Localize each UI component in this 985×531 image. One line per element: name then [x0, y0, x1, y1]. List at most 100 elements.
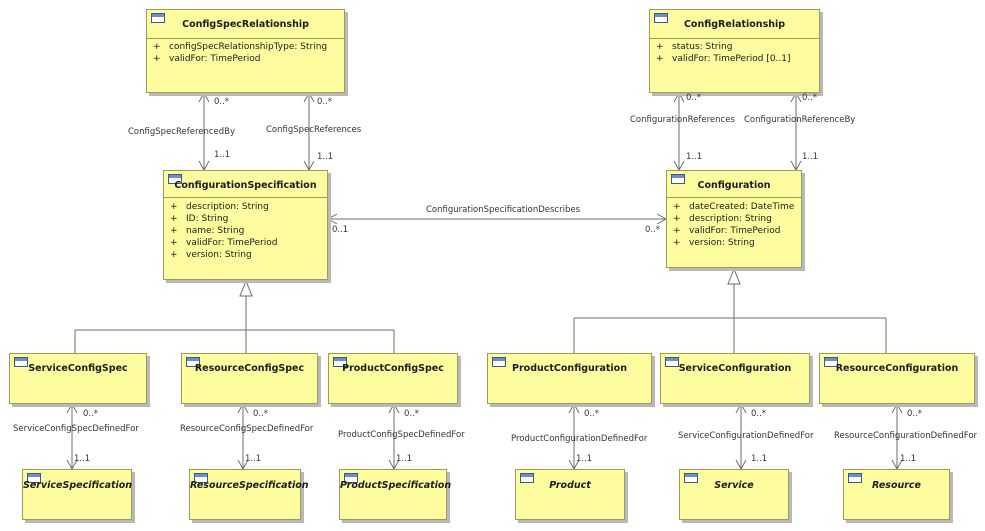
class-resource-configuration[interactable]: ResourceConfiguration: [819, 353, 975, 404]
class-service-config-spec[interactable]: ServiceConfigSpec: [9, 353, 147, 404]
assoc-arrow-describes-left: [326, 213, 338, 225]
class-product[interactable]: Product: [515, 469, 625, 520]
assoc-mult-bottom: 1..1: [317, 152, 334, 162]
generalization-triangle-spec: [239, 279, 253, 297]
assoc-mult-top: 0..*: [751, 409, 767, 419]
class-icon: [27, 473, 41, 483]
attribute: +validFor: TimePeriod: [170, 238, 278, 248]
assoc-name: ConfigSpecReferencedBy: [128, 127, 236, 137]
class-icon: [151, 13, 165, 23]
class-name: Product: [549, 480, 591, 491]
assoc-mult-right: 0..*: [645, 225, 661, 235]
class-name: ConfigRelationship: [683, 19, 786, 30]
attribute: +description: String: [673, 214, 772, 224]
class-resource[interactable]: Resource: [843, 469, 950, 520]
assoc-name: ConfigurationReferenceBy: [744, 115, 856, 125]
class-config-relationship[interactable]: ConfigRelationship +status: String +vali…: [649, 9, 820, 93]
attribute: +status: String: [656, 42, 733, 52]
assoc-name: ConfigurationReferences: [630, 115, 735, 125]
attribute: +ID: String: [170, 214, 229, 224]
class-icon: [344, 473, 358, 483]
class-name: ResourceConfiguration: [835, 363, 959, 374]
class-config-spec-relationship[interactable]: ConfigSpecRelationship +configSpecRelati…: [146, 9, 345, 93]
assoc-mult-top: 0..*: [802, 93, 818, 103]
class-name: ProductConfigSpec: [342, 363, 444, 374]
class-name: Configuration: [697, 180, 771, 191]
assoc-mult-top: 0..*: [253, 409, 269, 419]
assoc-mult-top: 0..*: [317, 97, 333, 107]
class-icon: [492, 357, 506, 367]
class-icon: [14, 357, 28, 367]
assoc-arrow-config-spec-referenced-by: [198, 91, 210, 103]
class-icon: [654, 13, 668, 23]
assoc-mult-bottom: 1..1: [245, 454, 262, 464]
class-icon: [168, 174, 182, 184]
attribute: +dateCreated: DateTime: [673, 202, 795, 212]
class-configuration[interactable]: Configuration +dateCreated: DateTime +de…: [666, 170, 802, 268]
class-name: ConfigurationSpecification: [174, 180, 317, 191]
assoc-mult-top: 0..*: [214, 97, 230, 107]
class-icon: [333, 357, 347, 367]
assoc-name: ConfigSpecReferences: [266, 125, 362, 135]
assoc-mult-bottom: 1..1: [74, 454, 91, 464]
divider: [667, 197, 801, 198]
class-service[interactable]: Service: [679, 469, 789, 520]
assoc-arrow-configuration-reference-by: [790, 91, 802, 103]
class-name: ServiceConfigSpec: [28, 363, 128, 374]
divider: [147, 38, 344, 39]
class-product-configuration[interactable]: ProductConfiguration: [487, 353, 652, 404]
class-configuration-specification[interactable]: ConfigurationSpecification +description:…: [163, 170, 328, 280]
class-service-configuration[interactable]: ServiceConfiguration: [660, 353, 810, 404]
assoc-mult-bottom: 1..1: [396, 454, 413, 464]
class-icon: [194, 473, 208, 483]
class-icon: [186, 357, 200, 367]
assoc-mult-top: 0..*: [907, 409, 923, 419]
class-name: Service: [714, 480, 754, 491]
assoc-name: ServiceConfigSpecDefinedFor: [13, 424, 139, 434]
class-icon: [848, 473, 862, 483]
assoc-mult-bottom: 1..1: [751, 454, 768, 464]
class-name: ConfigSpecRelationship: [182, 19, 309, 30]
divider: [650, 38, 819, 39]
class-name: ResourceConfigSpec: [194, 363, 305, 374]
attribute: +configSpecRelationshipType: String: [153, 42, 328, 52]
attribute: +description: String: [170, 202, 269, 212]
assoc-name: ServiceConfigurationDefinedFor: [678, 431, 814, 441]
class-name: Resource: [872, 480, 921, 491]
class-name: ServiceConfiguration: [678, 363, 792, 374]
class-name: ProductConfiguration: [512, 363, 627, 374]
assoc-name: ResourceConfigSpecDefinedFor: [180, 424, 314, 434]
attribute: +validFor: TimePeriod [0..1]: [656, 54, 791, 64]
attribute: +version: String: [673, 238, 755, 248]
divider: [164, 197, 327, 198]
generalization-triangle-configuration: [727, 267, 741, 285]
class-icon: [671, 174, 685, 184]
assoc-mult-top: 0..*: [404, 409, 420, 419]
assoc-mult-bottom: 1..1: [900, 454, 917, 464]
class-icon: [520, 473, 534, 483]
class-icon: [684, 473, 698, 483]
assoc-mult-top: 0..*: [83, 409, 99, 419]
assoc-mult-top: 0..*: [686, 93, 702, 103]
attribute: +name: String: [170, 226, 245, 236]
attribute: +version: String: [170, 250, 252, 260]
class-product-specification[interactable]: ProductSpecification: [339, 469, 451, 520]
assoc-arrow-configuration-references: [673, 91, 685, 103]
class-product-config-spec[interactable]: ProductConfigSpec: [328, 353, 458, 404]
assoc-mult-bottom: 1..1: [576, 454, 593, 464]
assoc-name: ProductConfigSpecDefinedFor: [338, 430, 465, 440]
attribute: +validFor: TimePeriod: [673, 226, 781, 236]
assoc-name: ProductConfigurationDefinedFor: [511, 434, 648, 444]
assoc-name: ResourceConfigurationDefinedFor: [834, 431, 978, 441]
class-resource-config-spec[interactable]: ResourceConfigSpec: [181, 353, 318, 404]
assoc-name: ConfigurationSpecificationDescribes: [426, 205, 581, 215]
class-service-specification[interactable]: ServiceSpecification: [22, 469, 132, 520]
class-resource-specification[interactable]: ResourceSpecification: [189, 469, 309, 520]
class-icon: [665, 357, 679, 367]
class-name: ResourceSpecification: [190, 480, 309, 491]
class-name: ServiceSpecification: [23, 480, 133, 491]
assoc-mult-top: 0..*: [584, 409, 600, 419]
assoc-mult-bottom: 1..1: [802, 152, 819, 162]
assoc-mult-bottom: 1..1: [214, 150, 231, 160]
